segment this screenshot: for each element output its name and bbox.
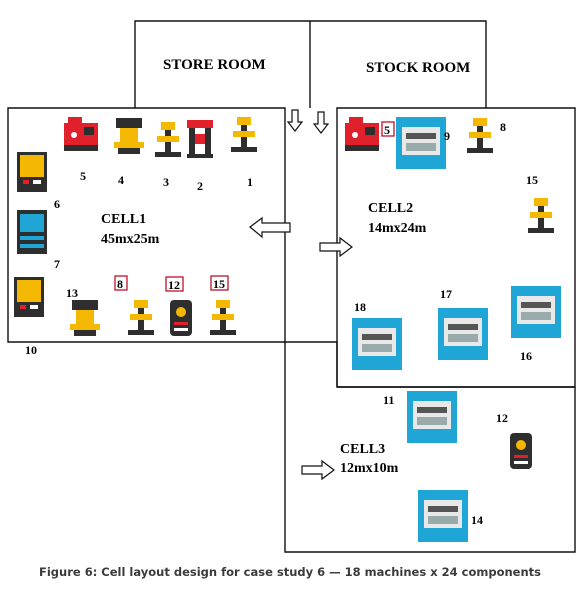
machine-icon (64, 117, 98, 151)
machine-icon (511, 286, 561, 338)
machine-number: 10 (25, 343, 37, 357)
machine-icon (510, 433, 532, 469)
cell2-size: 14mx24m (368, 221, 427, 236)
machine-icon (438, 308, 488, 360)
machine-icon (14, 277, 44, 317)
machine-number: 15 (213, 277, 225, 291)
machine-number: 16 (520, 349, 532, 363)
figure-caption: Figure 6: Cell layout design for case st… (39, 565, 541, 579)
machine-icon (170, 300, 192, 336)
right-arrow-icon (319, 236, 353, 258)
machine-number: 5 (384, 123, 390, 137)
down-arrow-icon (312, 111, 330, 134)
machine-icon (70, 300, 100, 336)
machine-icon (114, 118, 144, 154)
machine-icon (17, 152, 47, 192)
machine-icon (407, 391, 457, 443)
machine-number: 8 (500, 120, 506, 134)
right-arrow-icon (301, 459, 335, 481)
machine-number: 5 (80, 169, 86, 183)
cell1-name: CELL1 (101, 212, 146, 227)
machine-number: 12 (168, 278, 180, 292)
machine-number-box: 8 (114, 275, 128, 291)
machine-number-box: 15 (210, 275, 229, 291)
left-arrow-icon (249, 216, 291, 239)
machine-number: 15 (526, 173, 538, 187)
machine-icon (396, 117, 446, 169)
machine-number: 14 (471, 513, 483, 527)
machine-number-box: 12 (165, 276, 184, 292)
cell3-name: CELL3 (340, 442, 385, 457)
store-room-label: STORE ROOM (163, 57, 266, 73)
machine-icon (210, 300, 236, 335)
machine-number: 6 (54, 197, 60, 211)
machine-number: 3 (163, 175, 169, 189)
machine-icon (345, 117, 379, 151)
machine-icon (17, 210, 47, 254)
machine-number: 4 (118, 173, 124, 187)
cell1-size: 45mx25m (101, 232, 160, 247)
machine-number: 9 (444, 129, 450, 143)
machine-icon (231, 117, 257, 152)
machine-number: 2 (197, 179, 203, 193)
machine-number: 13 (66, 286, 78, 300)
machine-icon (155, 122, 181, 157)
machine-number: 18 (354, 300, 366, 314)
machine-icon (128, 300, 154, 335)
machine-icon (418, 490, 468, 542)
machine-icon (528, 198, 554, 233)
machine-icon (352, 318, 402, 370)
machine-number: 7 (54, 257, 60, 271)
down-arrow-icon (286, 109, 304, 132)
machine-number: 12 (496, 411, 508, 425)
machine-number: 17 (440, 287, 452, 301)
machine-icon (467, 118, 493, 153)
machine-number-box: 5 (381, 121, 395, 137)
machine-number: 8 (117, 277, 123, 291)
cell2-name: CELL2 (368, 201, 413, 216)
machine-number: 11 (383, 393, 394, 407)
machine-icon (187, 120, 213, 158)
cell3-size: 12mx10m (340, 461, 399, 476)
machine-number: 1 (247, 175, 253, 189)
stock-room-label: STOCK ROOM (366, 60, 470, 76)
